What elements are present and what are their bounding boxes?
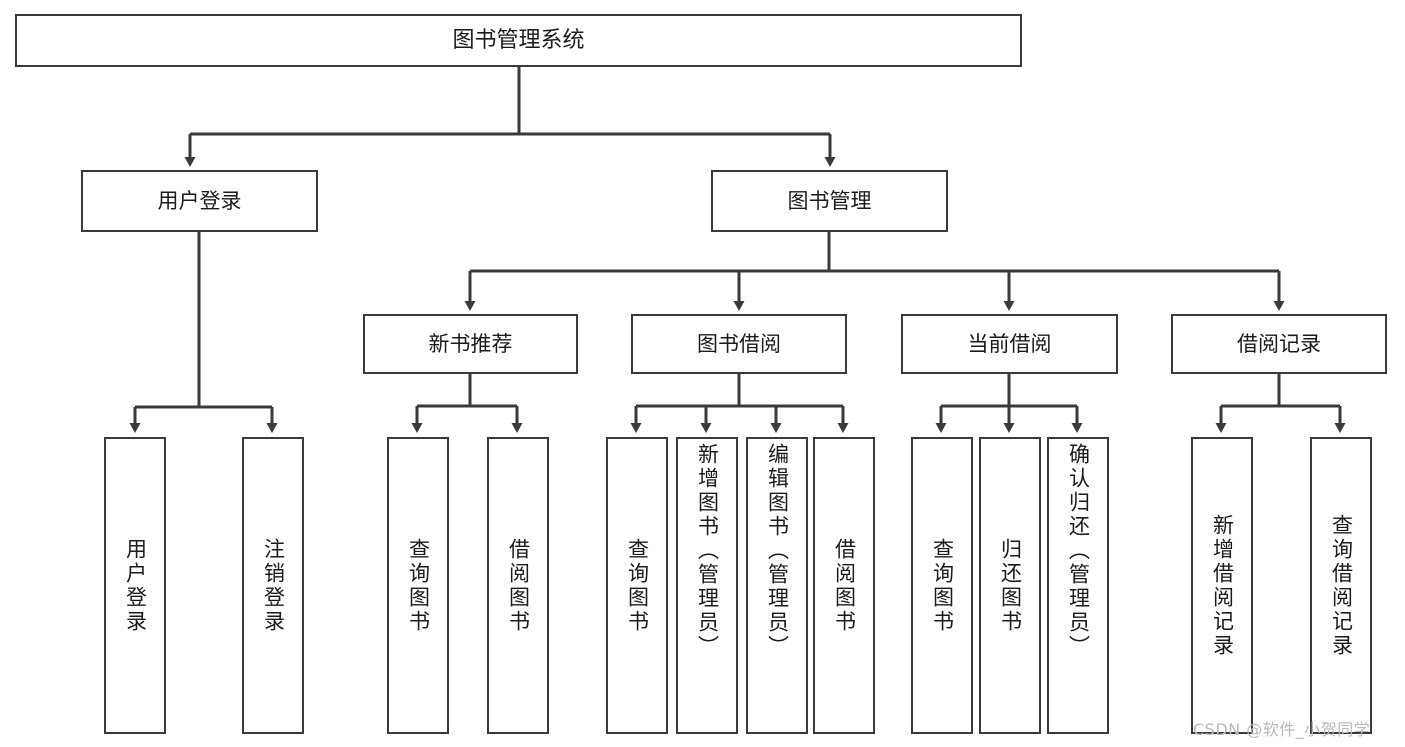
leaf-query-borrow-record[interactable]: 查询借阅记录 xyxy=(1310,437,1372,734)
node-label: 借阅图书 xyxy=(832,537,857,634)
node-current-borrow[interactable]: 当前借阅 xyxy=(901,314,1118,374)
node-borrow-record[interactable]: 借阅记录 xyxy=(1171,314,1387,374)
node-label: 归还图书 xyxy=(998,537,1023,634)
node-label: 查询图书 xyxy=(930,537,955,634)
node-label: 用户登录 xyxy=(157,188,242,213)
leaf-edit-book[interactable]: 编辑图书（管理员） xyxy=(746,437,808,734)
node-label: 查询图书 xyxy=(406,537,431,634)
watermark-credit: CSDN @软件_小贺同学 xyxy=(1193,720,1371,739)
node-label: 查询图书 xyxy=(625,537,650,634)
node-label: 图书借阅 xyxy=(697,331,781,356)
leaf-add-book[interactable]: 新增图书（管理员） xyxy=(676,437,738,734)
node-root-system[interactable]: 图书管理系统 xyxy=(15,14,1022,67)
node-new-book-recommend[interactable]: 新书推荐 xyxy=(363,314,578,374)
leaf-query-book-recommend[interactable]: 查询图书 xyxy=(387,437,449,734)
node-label: 注销登录 xyxy=(261,537,286,634)
node-label: 编辑图书（管理员） xyxy=(765,443,790,659)
leaf-confirm-return[interactable]: 确认归还（管理员） xyxy=(1047,437,1109,734)
leaf-borrow-book[interactable]: 借阅图书 xyxy=(813,437,875,734)
leaf-add-borrow-record[interactable]: 新增借阅记录 xyxy=(1191,437,1253,734)
node-book-management[interactable]: 图书管理 xyxy=(711,170,948,232)
node-book-borrow[interactable]: 图书借阅 xyxy=(631,314,847,374)
node-label: 新增借阅记录 xyxy=(1210,513,1235,658)
node-label: 新书推荐 xyxy=(428,331,513,356)
leaf-return-book[interactable]: 归还图书 xyxy=(979,437,1041,734)
leaf-borrow-book-recommend[interactable]: 借阅图书 xyxy=(487,437,549,734)
node-label: 图书管理 xyxy=(787,188,872,213)
node-user-login[interactable]: 用户登录 xyxy=(81,170,318,232)
leaf-query-book-current[interactable]: 查询图书 xyxy=(911,437,973,734)
node-label: 查询借阅记录 xyxy=(1329,513,1354,658)
node-label: 借阅记录 xyxy=(1237,331,1321,356)
node-label: 新增图书（管理员） xyxy=(695,443,720,659)
node-label: 图书管理系统 xyxy=(452,27,585,53)
node-label: 借阅图书 xyxy=(506,537,531,634)
leaf-query-book-borrow[interactable]: 查询图书 xyxy=(606,437,668,734)
leaf-user-logout[interactable]: 注销登录 xyxy=(242,437,304,734)
node-label: 确认归还（管理员） xyxy=(1066,443,1091,659)
leaf-user-login[interactable]: 用户登录 xyxy=(104,437,166,734)
node-label: 用户登录 xyxy=(123,537,148,634)
node-label: 当前借阅 xyxy=(967,331,1052,356)
